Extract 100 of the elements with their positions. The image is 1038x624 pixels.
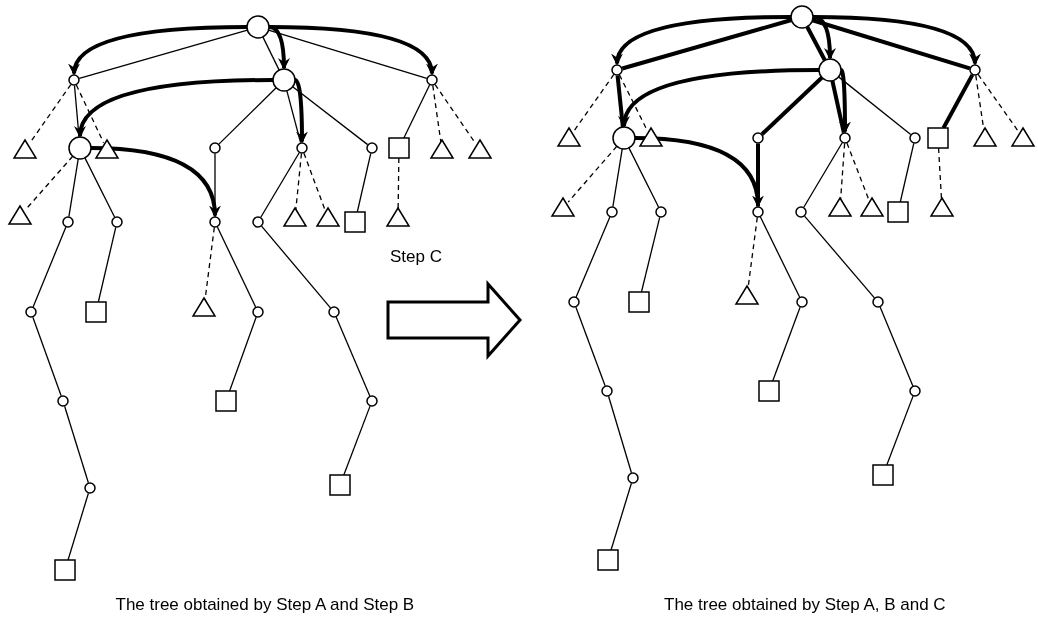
square-node <box>85 301 107 323</box>
tree-edge <box>615 75 625 128</box>
tree-edge <box>760 76 824 136</box>
tree-edge <box>97 226 117 303</box>
tree-edge <box>899 142 915 203</box>
square-node <box>54 559 76 581</box>
triangle-node <box>638 126 664 147</box>
circle-node <box>796 296 808 308</box>
circle-node <box>296 142 308 154</box>
curved-arrow <box>268 25 437 76</box>
circle-node <box>655 206 667 218</box>
circle-node <box>426 74 438 86</box>
tree-edge <box>759 216 801 298</box>
tree-edge <box>432 84 442 143</box>
tree-edge <box>295 152 303 211</box>
tree-edge <box>811 18 971 71</box>
curved-arrow <box>75 78 274 138</box>
step-label: Step C <box>390 247 442 267</box>
tree-edge <box>837 76 912 136</box>
triangle-node <box>7 204 33 225</box>
tree-edge <box>67 492 90 561</box>
tree-edge <box>879 306 914 387</box>
tree-edge <box>803 215 876 299</box>
triangle-node <box>94 138 120 159</box>
tree-edge <box>68 158 79 218</box>
curved-arrow <box>812 15 980 66</box>
tree-edge <box>262 36 280 71</box>
tree-edge <box>78 29 249 80</box>
circle-node <box>752 132 764 144</box>
circle-node <box>209 142 221 154</box>
triangle-node <box>734 284 760 305</box>
square-node <box>329 474 351 496</box>
square-node <box>927 127 949 149</box>
tree-edge <box>356 152 372 213</box>
tree-edge <box>575 306 606 387</box>
triangle-node <box>1010 126 1036 147</box>
tree-edge <box>612 148 623 208</box>
circle-node <box>57 395 69 407</box>
circle-node <box>627 472 639 484</box>
triangle-node <box>315 206 341 227</box>
circle-node <box>366 142 378 154</box>
circle-node <box>909 132 921 144</box>
curved-arrow <box>619 68 820 128</box>
circle-node <box>366 395 378 407</box>
circle-node <box>252 306 264 318</box>
tree-edge <box>610 482 633 551</box>
circle-node <box>68 74 80 86</box>
circle-node <box>68 136 92 160</box>
tree-edge <box>772 306 801 382</box>
circle-node <box>209 216 221 228</box>
curved-arrow <box>838 69 851 134</box>
tree-edge <box>228 316 257 392</box>
tree-edge <box>803 142 843 208</box>
circle-node <box>752 206 764 218</box>
tree-caption: The tree obtained by Step A and Step B <box>115 595 415 615</box>
tree-edge <box>607 395 633 474</box>
triangle-node <box>827 196 853 217</box>
curved-arrow <box>293 78 308 144</box>
curved-arrow <box>612 15 792 66</box>
tree-edge <box>977 73 1020 133</box>
tree-edge <box>756 143 760 207</box>
tree-edge <box>292 86 369 146</box>
circle-node <box>969 64 981 76</box>
tree-edge <box>260 152 300 218</box>
tree-edge <box>640 216 661 293</box>
circle-node <box>272 68 296 92</box>
tree-edge <box>64 405 90 484</box>
tree-edge <box>628 147 660 208</box>
circle-node <box>252 216 264 228</box>
circle-node <box>601 385 613 397</box>
tree-caption: The tree obtained by Step A, B and C <box>664 595 946 615</box>
circle-node <box>62 216 74 228</box>
circle-node <box>111 216 123 228</box>
circle-node <box>246 15 270 39</box>
square-node <box>628 291 650 313</box>
curved-arrow <box>634 136 764 208</box>
circle-node <box>606 206 618 218</box>
triangle-node <box>385 206 411 227</box>
circle-node <box>568 296 580 308</box>
triangle-node <box>929 196 955 217</box>
tree-edge <box>216 226 257 308</box>
tree-edge <box>403 84 431 139</box>
circle-node <box>795 206 807 218</box>
circle-node <box>25 306 37 318</box>
tree-edge <box>343 405 371 476</box>
square-node <box>215 390 237 412</box>
tree-edge <box>218 87 277 145</box>
square-node <box>758 380 780 402</box>
circle-node <box>839 132 851 144</box>
square-node <box>887 201 909 223</box>
square-node <box>597 549 619 571</box>
triangle-node <box>282 206 308 227</box>
square-node <box>344 211 366 233</box>
circle-node <box>84 482 96 494</box>
square-node <box>872 464 894 486</box>
tree-edge <box>621 18 792 71</box>
circle-node <box>328 306 340 318</box>
tree-edge <box>267 29 428 80</box>
circle-node <box>818 58 842 82</box>
tree-edge <box>335 316 371 397</box>
